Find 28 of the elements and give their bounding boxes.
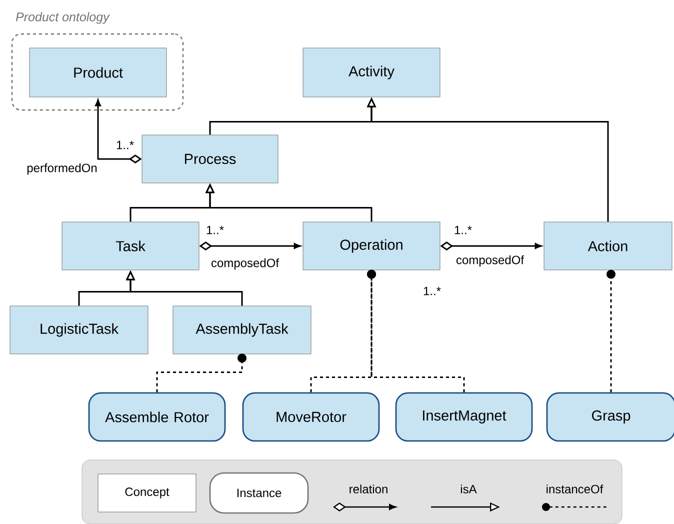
instance-sample: Instance: [209, 472, 309, 514]
edge-label: performedOn: [26, 162, 98, 176]
legend-label: isA: [460, 484, 477, 494]
legend-label: instanceOf: [546, 484, 604, 494]
group-title: Product ontology: [16, 12, 110, 24]
edge-label: composedOf: [210, 257, 280, 271]
instance-box: InsertMagnet: [395, 392, 533, 442]
concept-box: LogisticTask: [10, 306, 148, 354]
concept-sample: Concept: [98, 474, 196, 512]
multiplicity-label: 1..*: [206, 226, 224, 234]
instance-box: MoveRotor: [242, 392, 380, 442]
concept-box: Operation: [302, 222, 440, 270]
multiplicity-label: 1..*: [424, 286, 441, 296]
instance-link: [606, 270, 616, 392]
instance-link: [156, 354, 246, 392]
concept-box: Process: [142, 134, 278, 184]
concept-box: Task: [62, 222, 200, 270]
legend-label: relation: [350, 484, 388, 494]
instance-box: Grasp: [546, 392, 674, 442]
edge-label: composedOf: [454, 254, 526, 268]
concept-box: Product: [29, 48, 167, 98]
multiplicity-label: 1..*: [454, 226, 472, 234]
instance-link: [367, 270, 465, 392]
concept-box: Activity: [302, 48, 440, 98]
concept-box: AssemblyTask: [172, 306, 312, 354]
multiplicity-label: 1..*: [116, 140, 134, 150]
instance-box: Assemble Rotor: [88, 392, 226, 442]
concept-box: Action: [544, 222, 672, 270]
